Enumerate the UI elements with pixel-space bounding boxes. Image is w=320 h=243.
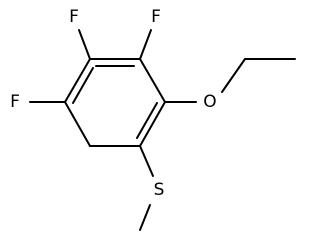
oxygen-label: O	[203, 92, 216, 112]
fluorine-top-right-label: F	[151, 7, 161, 27]
ring-bond-upper-left	[64, 58, 91, 103]
bond-c-f-top-right	[139, 29, 152, 60]
chemical-structure-diagram: F F F O S	[10, 7, 296, 231]
ring-bond-upper-right	[139, 58, 166, 103]
sulfur-label: S	[154, 180, 165, 200]
ring-bond-lower-left	[64, 101, 91, 147]
ring-bond-lower-right	[139, 101, 166, 147]
bond-o-ch2	[221, 58, 246, 93]
bond-s-ch3	[139, 204, 151, 231]
ring-double-bond-left	[72, 67, 94, 104]
ring-double-bond-right	[136, 102, 158, 139]
bond-c-f-top-left	[78, 29, 91, 60]
bond-c-s	[139, 145, 154, 177]
fluorine-left-label: F	[10, 92, 20, 112]
fluorine-top-left-label: F	[69, 7, 79, 27]
